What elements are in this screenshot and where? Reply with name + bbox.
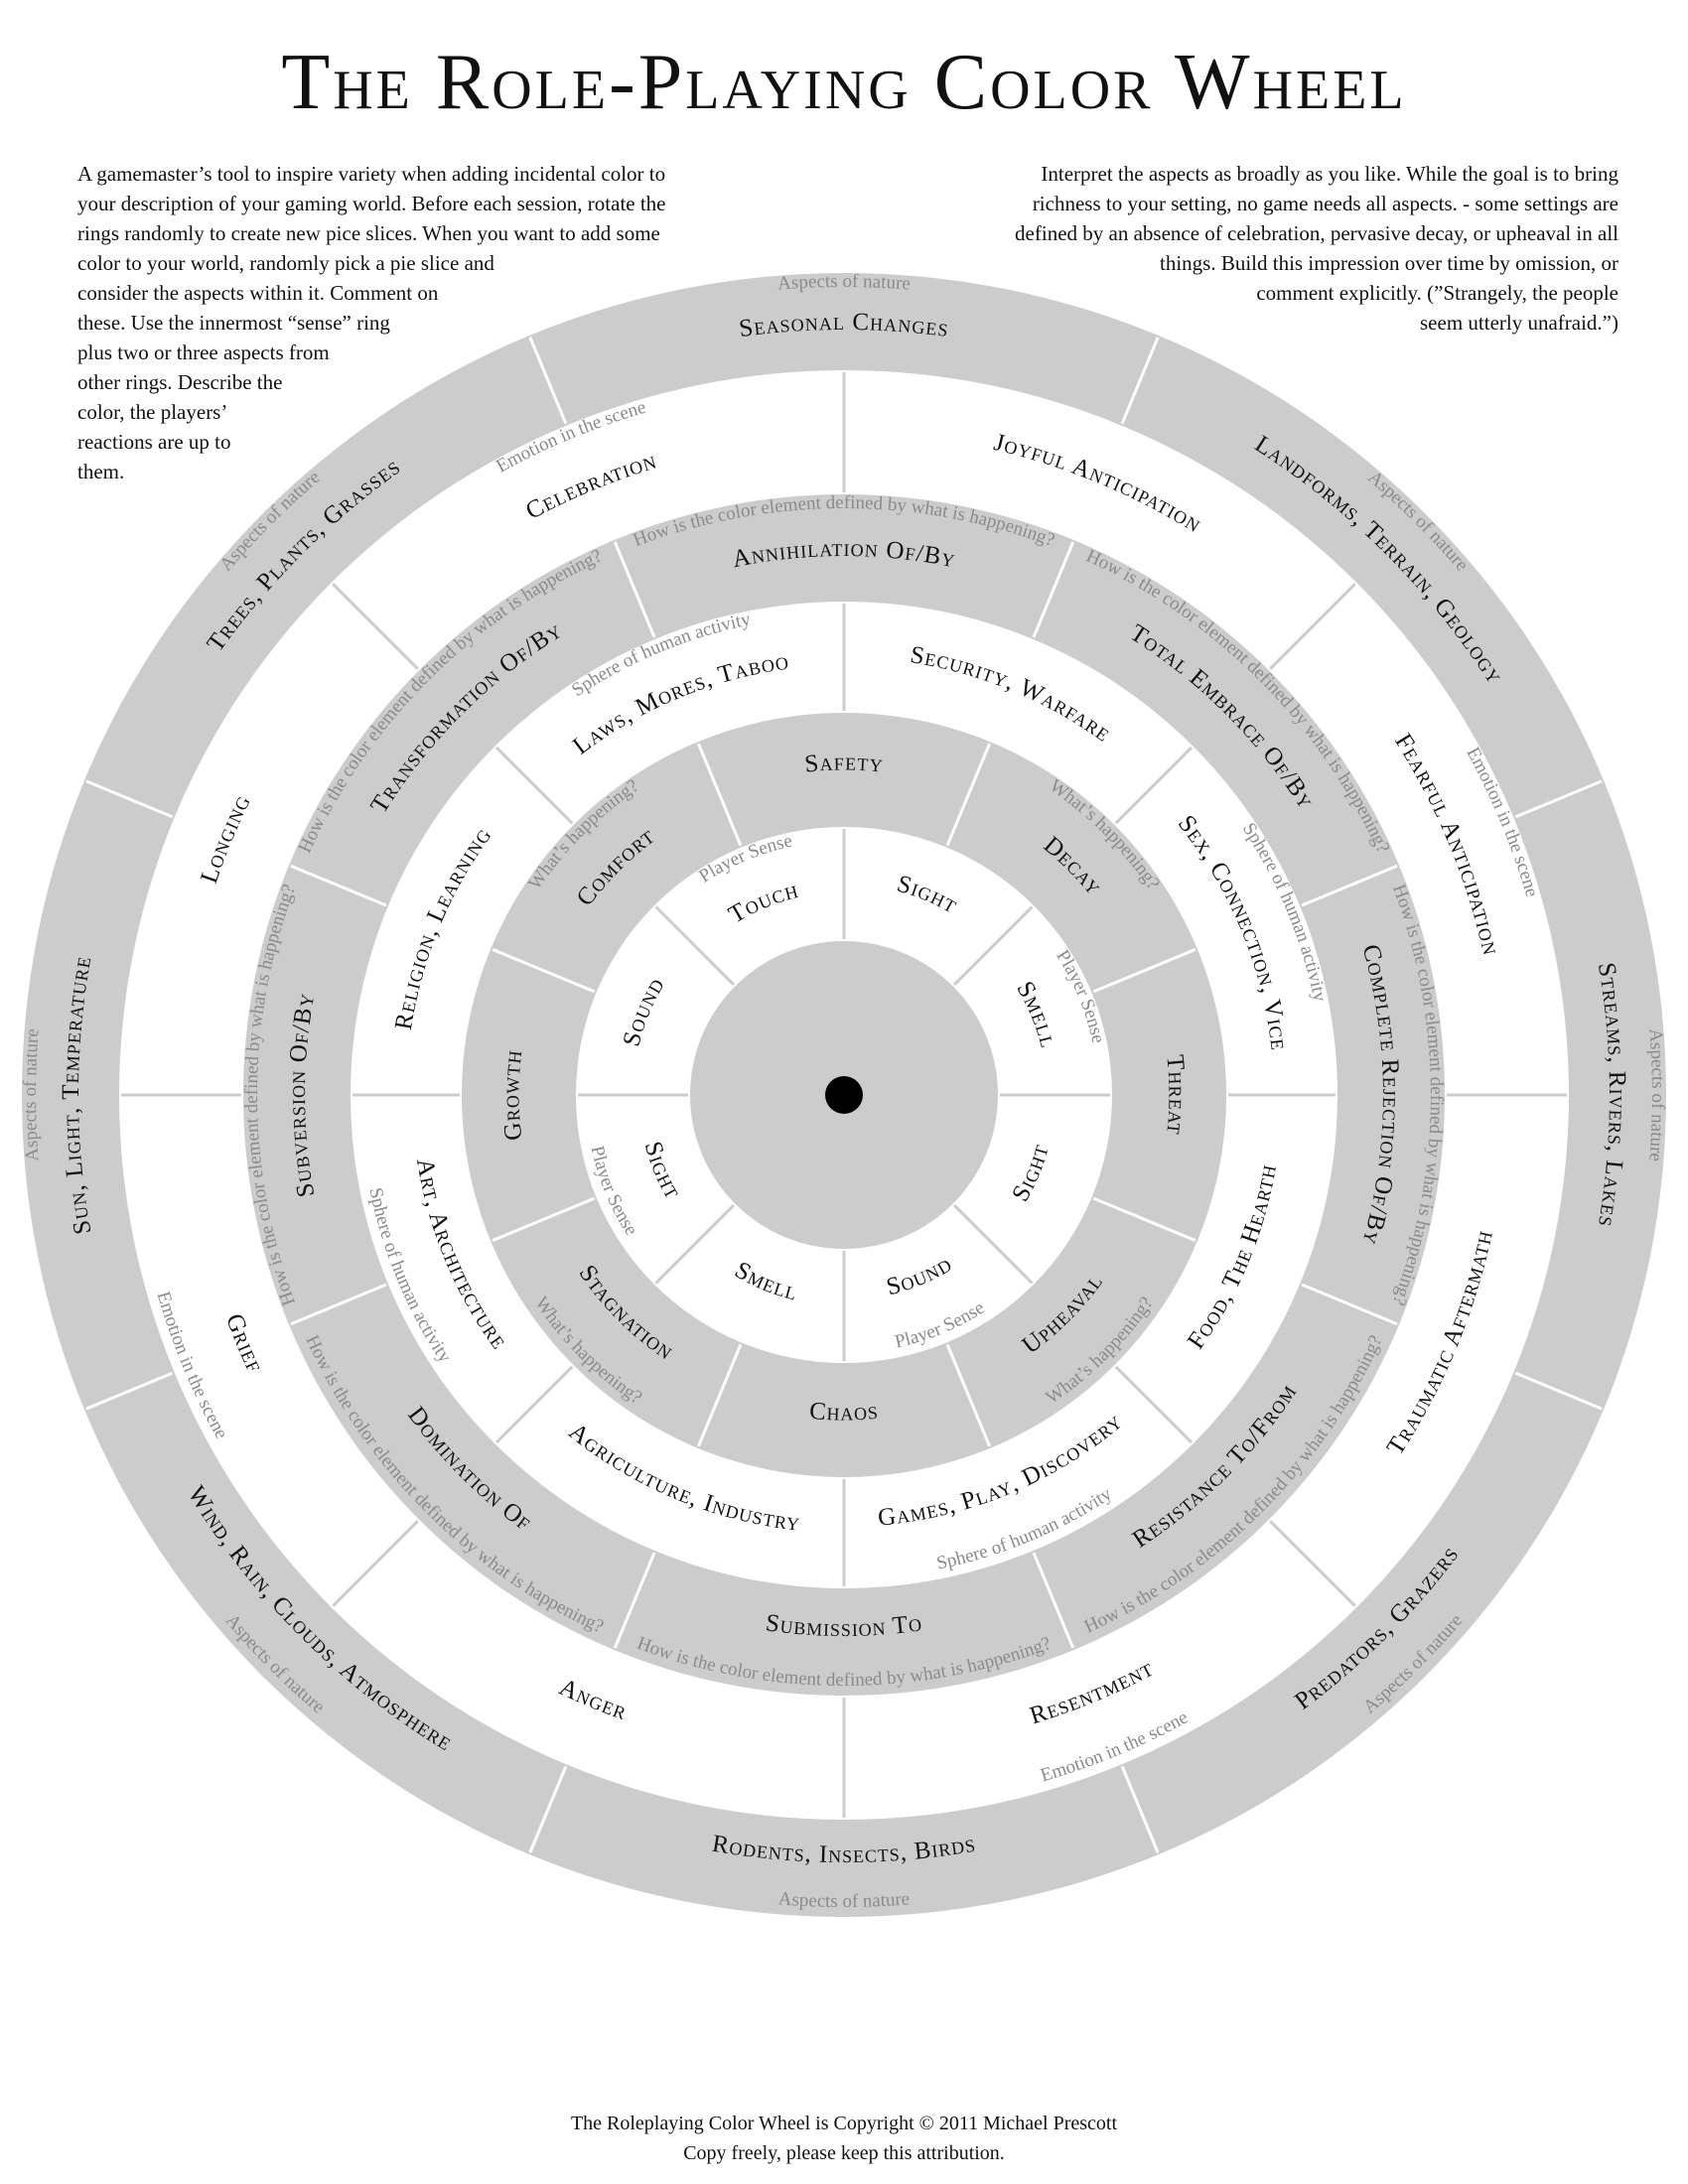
center-dot [825,1076,863,1114]
slice-divider [945,1343,991,1447]
ring-hint-nature: Aspects of nature [20,1027,44,1161]
slice-divider [1269,583,1356,670]
intro-left-line: consider the aspects within it. Comment … [77,281,439,305]
slice-divider [654,1203,736,1285]
slice-divider [654,905,736,987]
ring-label-happening: Threat [1161,1053,1190,1136]
slice-divider [1301,864,1398,907]
intro-text-left: A gamemaster’s tool to inspire variety w… [77,159,832,486]
slice-divider [613,1552,656,1649]
slice-divider [945,743,991,847]
intro-right-line: Interpret the aspects as broadly as you … [1041,162,1618,186]
slice-divider [952,1203,1034,1285]
slice-divider [1092,1196,1196,1242]
intro-right-line: defined by an absence of celebration, pe… [1015,221,1618,245]
slice-divider [528,337,568,425]
intro-left-line: your description of your gaming world. B… [77,192,666,215]
ring-label-happening: Chaos [808,1398,880,1427]
wheel-dividers [85,337,1603,1853]
ring-hint-nature-path: Aspects of nature [1644,1027,1668,1161]
ring-label-happening-path: Chaos [808,1398,879,1427]
slice-divider [1514,1371,1603,1411]
slice-divider [1301,1283,1398,1326]
slice-divider [697,743,743,847]
ring-hint-nature-path: Aspects of nature [20,1027,44,1161]
copyright-footer: The Roleplaying Color Wheel is Copyright… [0,2109,1688,2168]
intro-left-line: rings randomly to create new pice slices… [77,221,660,245]
slice-divider [332,583,419,670]
ring-label-happening-path: Growth [497,1048,526,1143]
page-title: The Role-Playing Color Wheel [281,39,1407,126]
slice-divider [1092,948,1196,994]
slice-divider [1514,779,1603,819]
slice-divider [494,1365,574,1444]
ring-label-happening: Growth [497,1048,527,1143]
slice-divider [1269,1520,1356,1607]
slice-divider [1114,746,1194,825]
slice-divider [697,1343,743,1447]
intro-left-line: other rings. Describe the [77,370,283,394]
slice-divider [1114,1365,1194,1444]
slice-divider [332,1520,419,1607]
ring-hint-nature: Aspects of nature [776,271,911,295]
slice-divider [1120,1765,1160,1853]
slice-divider [952,905,1034,987]
ring-hint-nature: Aspects of nature [777,1888,911,1912]
slice-divider [85,779,174,819]
intro-right-line: things. Build this impression over time … [1160,251,1618,275]
ring-label-happening-path: Safety [803,749,884,777]
intro-left-line: reactions are up to [77,430,231,454]
slice-divider [290,1283,387,1326]
slice-divider [492,1196,596,1242]
slice-divider [1032,1552,1075,1649]
intro-left-line: color to your world, randomly pick a pie… [77,251,494,275]
ring-hint-nature-path: Aspects of nature [776,271,911,295]
slice-divider [85,1371,174,1411]
attribution-line: Copy freely, please keep this attributio… [683,2142,1005,2164]
slice-divider [1120,337,1160,425]
ring-hint-nature: Aspects of nature [1644,1027,1668,1161]
intro-left-line: color, the players’ [77,400,228,424]
intro-left-line: them. [77,460,125,483]
intro-right-line: comment explicitly. (”Strangely, the peo… [1256,281,1618,305]
intro-left-line: these. Use the innermost “sense” ring [77,311,390,335]
slice-divider [290,864,387,907]
ring-label-happening-path: Threat [1161,1053,1189,1136]
slice-divider [613,541,656,638]
ring-hint-nature-path: Aspects of nature [777,1888,911,1912]
intro-left-line: plus two or three aspects from [77,341,330,364]
intro-left-line: A gamemaster’s tool to inspire variety w… [77,162,666,186]
slice-divider [494,746,574,825]
intro-right-line: richness to your setting, no game needs … [1032,192,1618,215]
slice-divider [528,1765,568,1853]
slice-divider [1032,541,1075,638]
intro-right-line: seem utterly unafraid.”) [1420,311,1618,335]
copyright-line: The Roleplaying Color Wheel is Copyright… [570,2113,1118,2134]
ring-label-happening: Safety [803,749,885,777]
intro-text-right: Interpret the aspects as broadly as you … [804,159,1618,338]
slice-divider [492,948,596,994]
